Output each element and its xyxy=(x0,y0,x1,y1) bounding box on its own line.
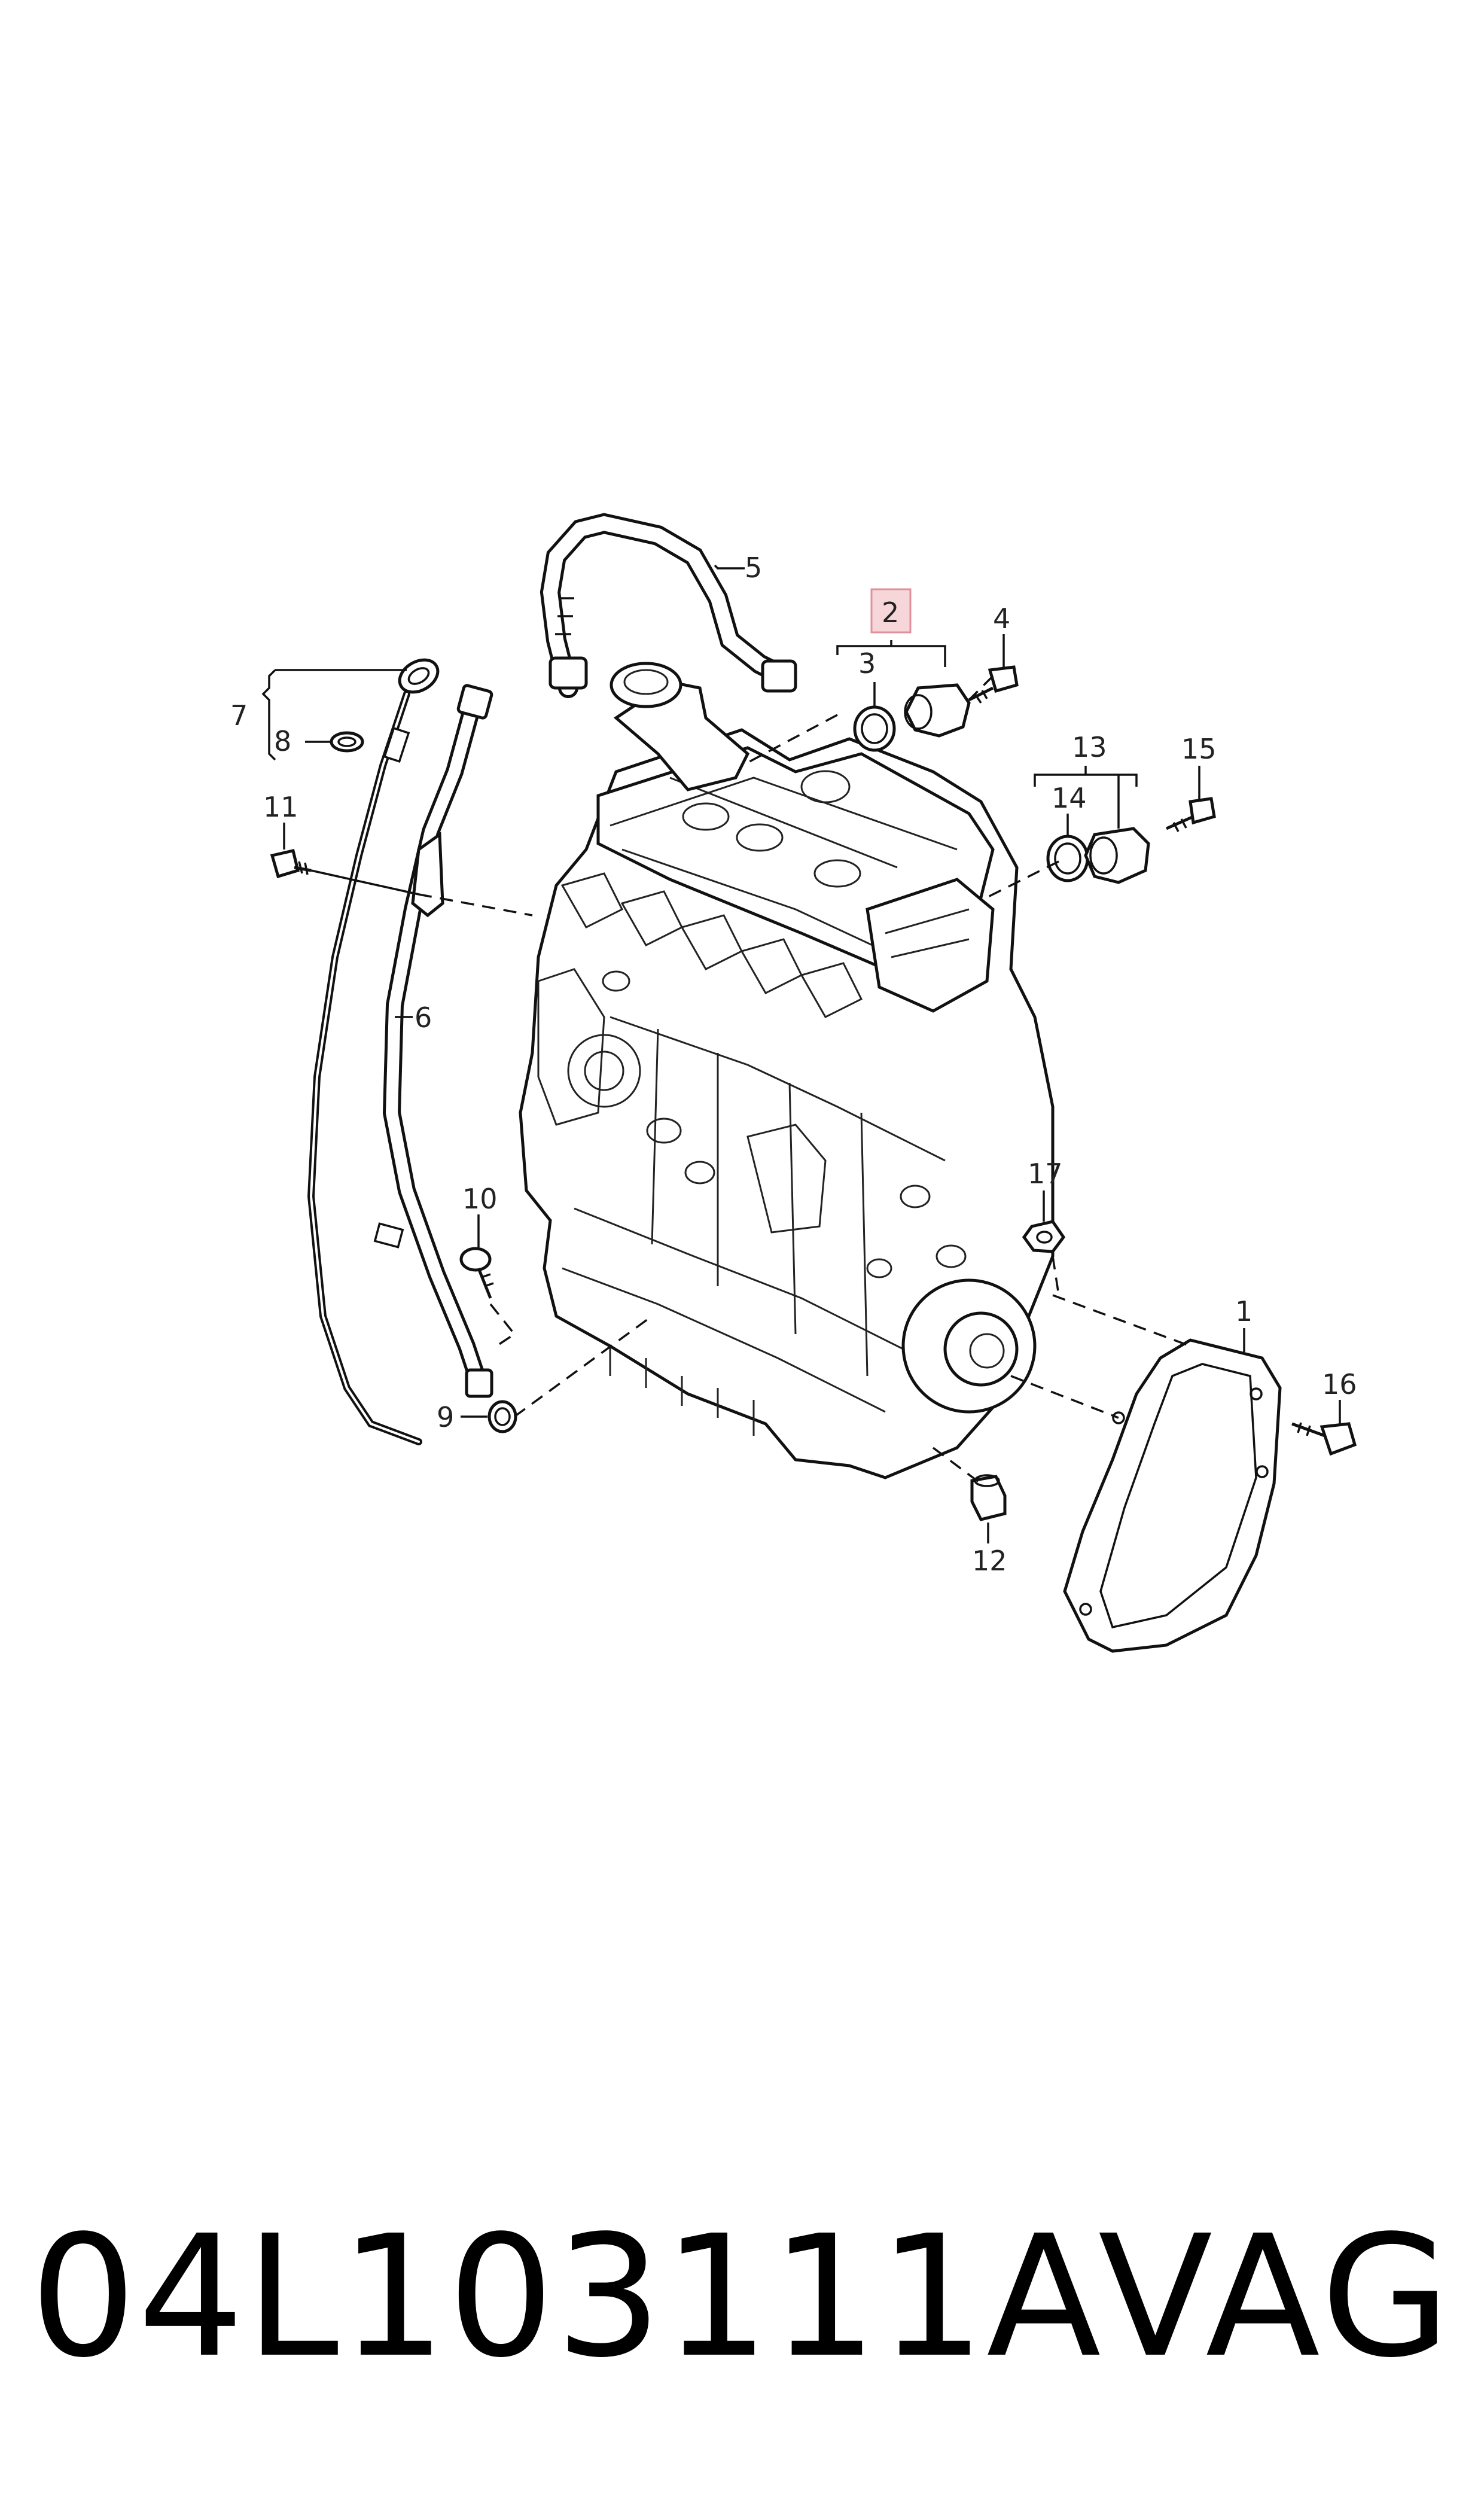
callout-14: 14 xyxy=(1052,782,1087,814)
callout-8: 8 xyxy=(274,725,291,757)
leader-lines xyxy=(261,564,1341,1543)
callout-5: 5 xyxy=(745,552,762,584)
callout-11: 11 xyxy=(263,791,298,823)
callout-15: 15 xyxy=(1181,733,1217,765)
highlight-box xyxy=(870,588,912,634)
callout-3: 3 xyxy=(858,647,876,680)
dipstick-guide-tube xyxy=(373,684,493,1398)
callout-6: 6 xyxy=(415,1001,432,1034)
bolt-16 xyxy=(1291,1422,1357,1456)
callout-12: 12 xyxy=(972,1545,1007,1577)
brand-label: VAG xyxy=(1098,2200,1454,2395)
breather-hose xyxy=(540,513,797,698)
callout-labels: 5 2 3 4 7 8 11 13 15 14 6 17 10 1 16 9 1… xyxy=(230,552,1357,1577)
oil-dipstick xyxy=(307,658,440,1445)
seal-8 xyxy=(330,731,364,753)
flange-13 xyxy=(1084,827,1150,884)
bolt-11 xyxy=(270,849,312,879)
part-number-label: 04L103111A xyxy=(30,2200,1102,2395)
callout-4: 4 xyxy=(993,602,1010,635)
callout-16: 16 xyxy=(1322,1368,1357,1400)
bolt-10 xyxy=(459,1247,494,1299)
callout-13: 13 xyxy=(1072,731,1107,763)
connector-fitting-2 xyxy=(904,683,971,738)
o-ring-9 xyxy=(487,1400,517,1433)
bolt-15 xyxy=(1165,797,1216,832)
engine-block xyxy=(519,662,1055,1479)
callout-17: 17 xyxy=(1028,1158,1063,1190)
nut-17 xyxy=(1022,1220,1066,1253)
gasket-plate xyxy=(1063,1338,1282,1653)
bolt-4 xyxy=(968,665,1019,704)
callout-1: 1 xyxy=(1235,1295,1253,1327)
callout-7: 7 xyxy=(230,699,248,732)
dowel-sleeve-12 xyxy=(970,1474,1007,1521)
o-ring-3 xyxy=(853,705,896,752)
callout-10: 10 xyxy=(462,1183,498,1215)
callout-9: 9 xyxy=(437,1401,454,1433)
callout-2: 2 xyxy=(882,596,899,629)
